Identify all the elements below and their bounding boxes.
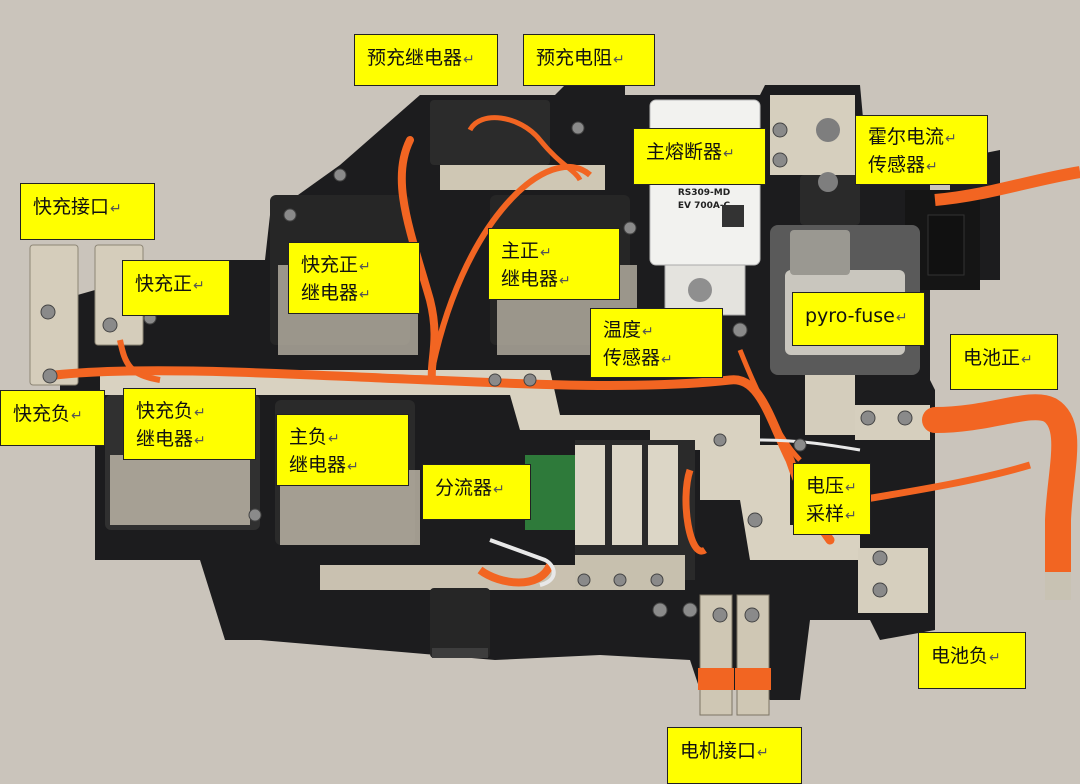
label-main-pos-relay: 主正 继电器: [488, 228, 620, 300]
label-fast-charge-pos-relay: 快充正 继电器: [288, 242, 420, 314]
label-voltage-sampling-line1: 电压: [806, 473, 858, 501]
label-precharge-relay: 预充继电器: [354, 34, 498, 86]
label-temp-sensor-line2: 传感器: [603, 345, 710, 373]
label-pyro-fuse-text: pyro-fuse: [805, 303, 912, 331]
fuse-rating-text: EV 700A-C: [678, 201, 731, 211]
label-precharge-resistor-text: 预充电阻: [536, 45, 642, 73]
label-pyro-fuse: pyro-fuse: [792, 292, 925, 346]
label-battery-pos-text: 电池正: [963, 345, 1045, 373]
label-temp-sensor: 温度 传感器: [590, 308, 723, 378]
label-fast-charge-port-text: 快充接口: [33, 194, 142, 222]
label-main-neg-relay: 主负 继电器: [276, 414, 409, 486]
label-battery-neg: 电池负: [918, 632, 1026, 689]
label-shunt-text: 分流器: [435, 475, 518, 503]
label-shunt: 分流器: [422, 464, 531, 520]
fuse-model-text: RS309-MD: [678, 188, 730, 198]
label-main-neg-relay-line1: 主负: [289, 424, 396, 452]
label-fast-charge-neg-relay-line2: 继电器: [136, 426, 243, 454]
label-hall-sensor: 霍尔电流 传感器: [855, 115, 988, 185]
label-fast-charge-neg: 快充负: [0, 390, 105, 446]
label-hall-sensor-line2: 传感器: [868, 152, 975, 180]
label-fast-charge-pos-relay-line2: 继电器: [301, 280, 407, 308]
label-fast-charge-pos: 快充正: [122, 260, 230, 316]
label-fast-charge-port: 快充接口: [20, 183, 155, 240]
label-battery-pos: 电池正: [950, 334, 1058, 390]
label-voltage-sampling: 电压 采样: [793, 463, 871, 535]
label-precharge-relay-text: 预充继电器: [367, 45, 485, 73]
label-voltage-sampling-line2: 采样: [806, 501, 858, 529]
label-fast-charge-neg-relay-line1: 快充负: [136, 398, 243, 426]
label-main-neg-relay-line2: 继电器: [289, 452, 396, 480]
label-fast-charge-neg-text: 快充负: [13, 401, 92, 429]
label-motor-port-text: 电机接口: [680, 738, 789, 766]
label-motor-port: 电机接口: [667, 727, 802, 784]
label-main-pos-relay-line1: 主正: [501, 238, 607, 266]
label-main-fuse: 主熔断器: [633, 128, 766, 185]
label-main-pos-relay-line2: 继电器: [501, 266, 607, 294]
label-fast-charge-pos-relay-line1: 快充正: [301, 252, 407, 280]
label-fast-charge-pos-text: 快充正: [135, 271, 217, 299]
label-fast-charge-neg-relay: 快充负 继电器: [123, 388, 256, 460]
label-hall-sensor-line1: 霍尔电流: [868, 124, 975, 152]
label-precharge-resistor: 预充电阻: [523, 34, 655, 86]
label-main-fuse-text: 主熔断器: [646, 139, 753, 167]
label-temp-sensor-line1: 温度: [603, 317, 710, 345]
label-battery-neg-text: 电池负: [931, 643, 1013, 671]
